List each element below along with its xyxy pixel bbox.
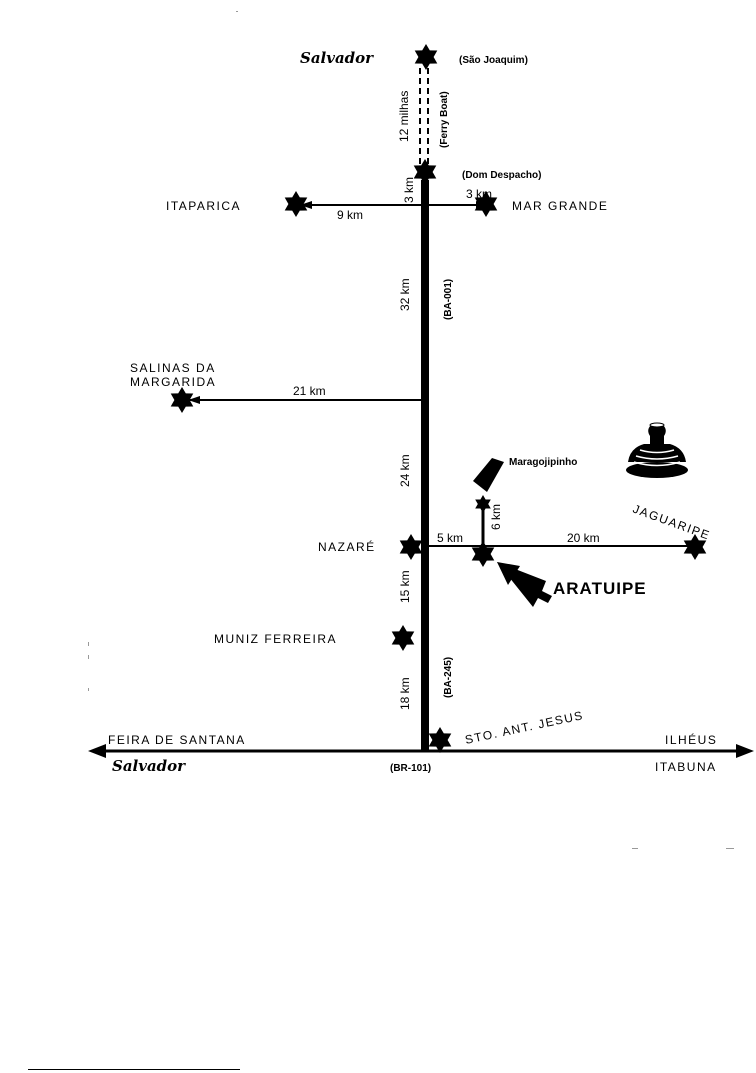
distance-muniz: 15 km	[398, 570, 412, 603]
arrow-pointer-icon	[497, 562, 552, 607]
star-marker-icon	[413, 159, 437, 185]
distance-br101: 18 km	[398, 677, 412, 710]
place-salinas-line1: SALINAS DA	[130, 361, 216, 375]
place-salinas-line2: MARGARIDA	[130, 375, 216, 389]
footnote-rule	[28, 1069, 240, 1070]
arrow-salinas	[188, 396, 200, 404]
place-sao-joaquim: (São Joaquim)	[459, 55, 528, 66]
place-aratuipe: ARATUIPE	[553, 579, 647, 598]
place-maragojipinho: Maragojipinho	[509, 457, 577, 468]
main-highway	[421, 180, 429, 752]
road-label-ba245: (BA-245)	[443, 657, 454, 698]
place-ilheus: ILHÉUS	[665, 732, 717, 747]
place-itaparica: ITAPARICA	[166, 199, 241, 213]
star-marker-icon	[391, 625, 415, 651]
place-muniz-ferreira: MUNIZ FERREIRA	[214, 632, 337, 646]
distance-jaguaripe: 20 km	[567, 531, 600, 545]
scan-marks	[88, 11, 734, 849]
distance-ferry: 12 milhas	[397, 91, 411, 142]
star-marker-icon	[471, 541, 495, 567]
place-itabuna: ITABUNA	[655, 760, 717, 774]
place-jaguaripe: JAGUARIPE	[631, 502, 712, 543]
distance-itaparica: 9 km	[337, 208, 363, 222]
place-sto-ant-jesus: STO. ANT. JESUS	[464, 708, 585, 747]
place-mar-grande: MAR GRANDE	[512, 199, 608, 213]
place-dom-despacho: (Dom Despacho)	[462, 170, 541, 181]
star-marker-icon	[414, 44, 438, 70]
star-marker-icon	[428, 727, 452, 753]
distance-nazare-aratuipe: 5 km	[437, 531, 463, 545]
place-nazare: NAZARÉ	[318, 539, 376, 554]
arrow-br101-right	[736, 744, 754, 758]
ferry-route	[419, 68, 429, 170]
distance-dom-junction: 3 km	[402, 177, 416, 203]
distance-ferry-boat: (Ferry Boat)	[439, 91, 450, 148]
place-feira-de-santana: FEIRA DE SANTANA	[108, 733, 246, 747]
place-salvador-top: Salvador	[300, 49, 374, 67]
road-label-ba001: (BA-001)	[443, 279, 454, 320]
arrow-pointer-icon	[473, 458, 504, 492]
road-label-br101: (BR-101)	[390, 763, 431, 774]
arrow-itaparica	[300, 201, 312, 209]
star-marker-icon	[399, 534, 423, 560]
ceramic-pot-icon	[626, 422, 688, 478]
distance-maragojipinho: 6 km	[489, 504, 503, 530]
place-salvador-bottom: Salvador	[112, 757, 186, 775]
arrow-br101-left	[88, 744, 106, 758]
distance-salinas: 21 km	[293, 384, 326, 398]
distance-mar-grande: 3 km	[466, 187, 492, 201]
distance-nazare: 24 km	[398, 454, 412, 487]
distance-salinas-junction: 32 km	[398, 278, 412, 311]
